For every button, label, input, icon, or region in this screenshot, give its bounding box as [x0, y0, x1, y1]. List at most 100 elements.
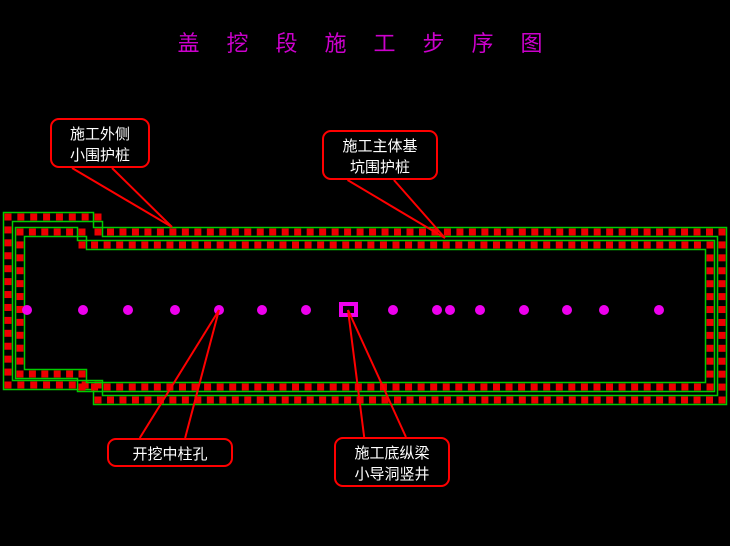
- retaining-pile: [279, 241, 287, 249]
- retaining-pile: [718, 280, 726, 288]
- retaining-pile: [16, 241, 24, 249]
- retaining-pile: [153, 241, 161, 249]
- retaining-pile: [568, 383, 576, 391]
- retaining-pile: [492, 383, 500, 391]
- retaining-pile: [55, 213, 63, 221]
- retaining-pile: [281, 228, 289, 236]
- retaining-pile: [656, 241, 664, 249]
- retaining-pile: [543, 241, 551, 249]
- retaining-pile: [30, 381, 38, 389]
- retaining-pile: [631, 396, 639, 404]
- retaining-pile: [581, 396, 589, 404]
- retaining-pile: [16, 305, 24, 313]
- retaining-pile: [144, 228, 152, 236]
- retaining-pile: [492, 241, 500, 249]
- retaining-pile: [556, 396, 564, 404]
- retaining-pile: [531, 228, 539, 236]
- callout-outer-small-retaining-pile[interactable]: 施工外侧小围护桩: [50, 118, 150, 168]
- retaining-pile: [543, 383, 551, 391]
- retaining-pile: [178, 241, 186, 249]
- retaining-pile: [30, 213, 38, 221]
- retaining-pile: [281, 396, 289, 404]
- retaining-pile: [141, 383, 149, 391]
- retaining-pile: [256, 396, 264, 404]
- retaining-pile: [306, 396, 314, 404]
- retaining-pile: [668, 241, 676, 249]
- retaining-pile: [4, 329, 12, 337]
- retaining-pile: [28, 370, 36, 378]
- retaining-pile: [329, 383, 337, 391]
- column-hole: [519, 305, 529, 315]
- retaining-pile: [656, 396, 664, 404]
- retaining-pile: [706, 306, 714, 314]
- retaining-pile: [493, 396, 501, 404]
- retaining-pile: [555, 383, 563, 391]
- retaining-pile: [381, 396, 389, 404]
- callout-bottom-girder-shaft[interactable]: 施工底纵梁小导洞竖井: [334, 437, 450, 487]
- retaining-pile: [643, 241, 651, 249]
- retaining-pile: [241, 241, 249, 249]
- retaining-pile: [681, 228, 689, 236]
- retaining-pile: [718, 344, 726, 352]
- column-hole: [22, 305, 32, 315]
- leader-bottom-girder-shaft: [347, 309, 407, 438]
- column-hole: [432, 305, 442, 315]
- retaining-pile: [4, 213, 12, 221]
- retaining-pile: [518, 396, 526, 404]
- retaining-pile: [706, 228, 714, 236]
- retaining-pile: [16, 370, 24, 378]
- column-hole: [599, 305, 609, 315]
- retaining-pile: [405, 241, 413, 249]
- retaining-pile: [16, 318, 24, 326]
- retaining-pile: [131, 396, 139, 404]
- retaining-pile: [43, 213, 51, 221]
- retaining-pile: [618, 396, 626, 404]
- retaining-pile: [706, 280, 714, 288]
- retaining-pile: [119, 396, 127, 404]
- retaining-pile: [706, 370, 714, 378]
- retaining-pile: [643, 396, 651, 404]
- retaining-pile: [580, 241, 588, 249]
- retaining-pile: [294, 228, 302, 236]
- boundary-guide-line: [14, 226, 716, 393]
- retaining-pile: [643, 228, 651, 236]
- retaining-pile: [292, 241, 300, 249]
- retaining-pile: [480, 241, 488, 249]
- retaining-pile: [481, 396, 489, 404]
- retaining-pile: [241, 383, 249, 391]
- retaining-pile: [16, 254, 24, 262]
- retaining-pile: [405, 383, 413, 391]
- retaining-pile: [668, 228, 676, 236]
- callout-line: 开挖中柱孔: [132, 445, 208, 463]
- retaining-pile: [68, 213, 76, 221]
- retaining-pile: [194, 228, 202, 236]
- column-hole: [388, 305, 398, 315]
- column-hole: [475, 305, 485, 315]
- retaining-pile: [304, 241, 312, 249]
- retaining-pile: [606, 396, 614, 404]
- retaining-pile: [443, 228, 451, 236]
- callout-line: 小导洞竖井: [354, 465, 430, 483]
- retaining-pile: [481, 228, 489, 236]
- retaining-pile: [4, 303, 12, 311]
- callout-main-pit-retaining-pile[interactable]: 施工主体基坑围护桩: [322, 130, 438, 180]
- callout-line: 施工主体基: [342, 137, 418, 155]
- retaining-pile: [244, 228, 252, 236]
- retaining-pile: [119, 228, 127, 236]
- retaining-pile: [581, 228, 589, 236]
- retaining-pile: [455, 241, 463, 249]
- retaining-pile: [16, 293, 24, 301]
- retaining-pile: [606, 241, 614, 249]
- retaining-pile: [81, 213, 89, 221]
- retaining-pile: [116, 241, 124, 249]
- retaining-pile: [379, 241, 387, 249]
- retaining-pile: [467, 241, 475, 249]
- retaining-pile: [392, 241, 400, 249]
- retaining-pile: [693, 383, 701, 391]
- retaining-pile: [367, 383, 375, 391]
- callout-excavate-column-hole[interactable]: 开挖中柱孔: [107, 438, 233, 467]
- retaining-pile: [656, 228, 664, 236]
- retaining-pile: [244, 396, 252, 404]
